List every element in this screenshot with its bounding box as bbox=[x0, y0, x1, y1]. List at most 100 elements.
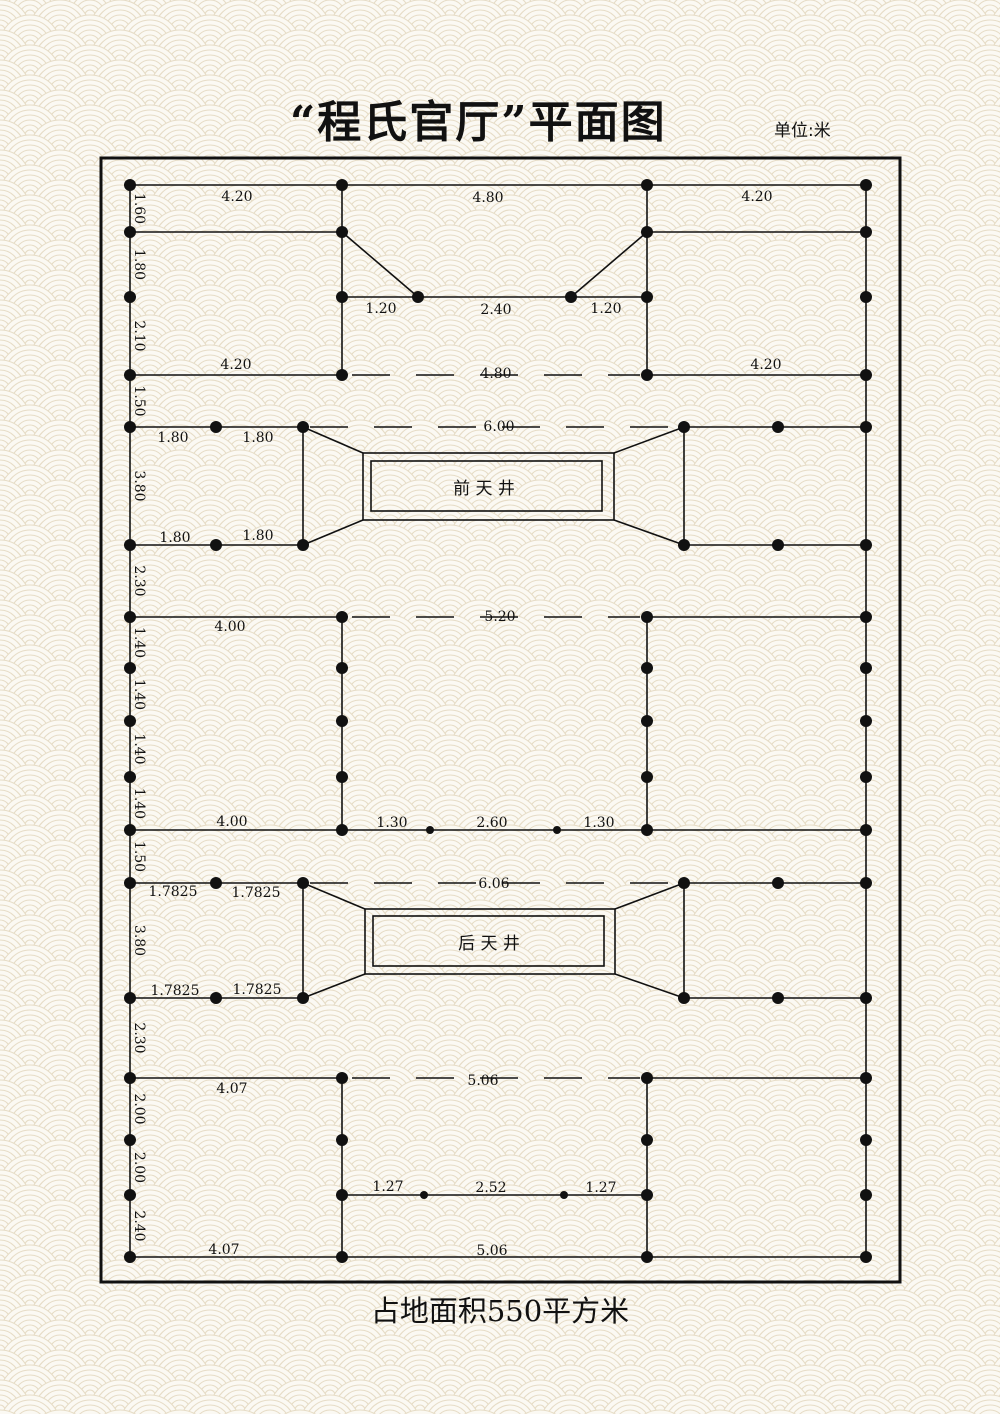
dim-label: 4.80 bbox=[480, 366, 511, 382]
column-dot bbox=[124, 771, 136, 783]
column-dot bbox=[336, 824, 348, 836]
column-dot bbox=[860, 421, 872, 433]
column-dot bbox=[336, 226, 348, 238]
column-dot bbox=[860, 179, 872, 191]
column-dot bbox=[124, 539, 136, 551]
column-dot bbox=[297, 539, 309, 551]
column-dot bbox=[860, 877, 872, 889]
column-dot bbox=[124, 611, 136, 623]
dim-label: 1.80 bbox=[157, 430, 188, 446]
column-dot bbox=[124, 824, 136, 836]
left-dim-label: 1.40 bbox=[131, 627, 147, 658]
column-dot bbox=[210, 421, 222, 433]
column-dot bbox=[641, 611, 653, 623]
column-dot bbox=[860, 1072, 872, 1084]
column-dot bbox=[641, 1072, 653, 1084]
back-courtyard-label: 后 天 井 bbox=[458, 934, 520, 954]
dim-label: 1.7825 bbox=[151, 983, 200, 999]
dim-label: 4.80 bbox=[472, 190, 503, 206]
column-markers bbox=[124, 179, 872, 1263]
column-dot bbox=[860, 771, 872, 783]
column-dot bbox=[860, 369, 872, 381]
column-dot bbox=[641, 1189, 653, 1201]
column-dot bbox=[210, 877, 222, 889]
column-dot bbox=[124, 1134, 136, 1146]
column-dot bbox=[124, 877, 136, 889]
dim-label: 1.20 bbox=[365, 301, 396, 317]
column-dot bbox=[860, 715, 872, 727]
column-dot bbox=[641, 662, 653, 674]
left-dim-label: 2.10 bbox=[131, 320, 147, 351]
column-dot bbox=[772, 421, 784, 433]
column-dot bbox=[860, 611, 872, 623]
column-dot bbox=[210, 992, 222, 1004]
dim-label: 5.06 bbox=[476, 1243, 507, 1259]
left-dim-label: 1.60 bbox=[131, 193, 147, 224]
column-dot bbox=[297, 992, 309, 1004]
back-courtyard: 后 天 井 bbox=[364, 908, 616, 975]
column-dot bbox=[124, 226, 136, 238]
dim-label: 1.7825 bbox=[233, 982, 282, 998]
dim-label: 1.80 bbox=[159, 530, 190, 546]
dim-label: 4.07 bbox=[216, 1081, 247, 1097]
left-dim-label: 1.40 bbox=[131, 733, 147, 764]
column-dot bbox=[124, 1189, 136, 1201]
dim-label: 2.40 bbox=[480, 302, 511, 318]
left-dim-label: 2.30 bbox=[131, 565, 147, 596]
column-dot bbox=[553, 826, 561, 834]
dim-label: 4.07 bbox=[208, 1242, 239, 1258]
dim-label: 2.60 bbox=[476, 815, 507, 831]
page-title: “程氏官厅”平面图 bbox=[290, 97, 667, 148]
front-courtyard: 前 天 井 bbox=[362, 452, 615, 521]
column-dot bbox=[336, 179, 348, 191]
left-dim-label: 2.00 bbox=[131, 1093, 147, 1124]
dim-label: 4.20 bbox=[221, 189, 252, 205]
dim-label: 1.30 bbox=[376, 815, 407, 831]
column-dot bbox=[124, 1251, 136, 1263]
dim-label: 6.06 bbox=[478, 876, 509, 892]
dashed-openings bbox=[310, 374, 680, 1079]
column-dot bbox=[124, 715, 136, 727]
column-dot bbox=[336, 1072, 348, 1084]
column-dot bbox=[336, 1134, 348, 1146]
column-dot bbox=[336, 662, 348, 674]
left-dim-label: 1.40 bbox=[131, 788, 147, 819]
column-dot bbox=[124, 369, 136, 381]
dim-label: 1.80 bbox=[242, 528, 273, 544]
column-dot bbox=[124, 421, 136, 433]
dim-label: 6.00 bbox=[483, 419, 514, 435]
column-dot bbox=[124, 662, 136, 674]
dim-label: 4.20 bbox=[741, 189, 772, 205]
column-dot bbox=[420, 1191, 428, 1199]
dim-label: 1.7825 bbox=[149, 884, 198, 900]
column-dot bbox=[860, 824, 872, 836]
column-dot bbox=[772, 877, 784, 889]
column-dot bbox=[641, 771, 653, 783]
column-dot bbox=[860, 226, 872, 238]
column-dot bbox=[772, 992, 784, 1004]
left-dim-label: 2.40 bbox=[131, 1210, 147, 1241]
left-dim-label: 3.80 bbox=[131, 470, 147, 501]
left-dim-label: 1.50 bbox=[131, 385, 147, 416]
column-dot bbox=[641, 291, 653, 303]
column-dot bbox=[860, 539, 872, 551]
front-courtyard-label: 前 天 井 bbox=[453, 479, 515, 499]
column-dot bbox=[678, 421, 690, 433]
column-dot bbox=[772, 539, 784, 551]
left-dim-label: 1.80 bbox=[131, 249, 147, 280]
dim-label: 4.00 bbox=[214, 619, 245, 635]
column-dot bbox=[412, 291, 424, 303]
column-dot bbox=[336, 771, 348, 783]
dim-label: 4.20 bbox=[220, 357, 251, 373]
left-dim-label: 1.50 bbox=[131, 841, 147, 872]
dim-label: 4.00 bbox=[216, 814, 247, 830]
column-dot bbox=[297, 421, 309, 433]
left-dim-label: 2.30 bbox=[131, 1022, 147, 1053]
left-dimensions: 1.601.802.101.503.802.301.401.401.401.40… bbox=[131, 193, 147, 1242]
column-dot bbox=[678, 877, 690, 889]
horizontal-dimensions: 4.20 4.80 4.20 1.20 2.40 1.20 4.20 4.80 … bbox=[149, 189, 782, 1259]
dim-label: 1.27 bbox=[372, 1179, 403, 1195]
column-dot bbox=[641, 1251, 653, 1263]
column-dot bbox=[641, 369, 653, 381]
